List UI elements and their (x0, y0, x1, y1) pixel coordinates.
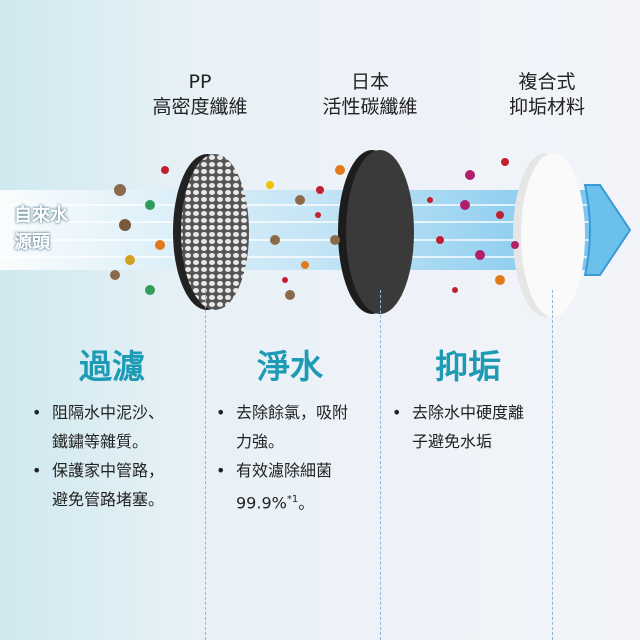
filter-name-line2: 活性碳纖維 (322, 96, 418, 118)
column-divider (205, 290, 206, 640)
column-divider (552, 290, 553, 640)
filter-name-line2: 抑垢材料 (508, 96, 585, 118)
filter-name-line1: PP (188, 71, 212, 93)
bullet-line: 有效濾除細菌 (236, 461, 333, 480)
bullet-line: 去除水中硬度離 (412, 403, 525, 422)
column-divider (380, 290, 381, 640)
filtration-diagram (0, 150, 632, 317)
bullet-line: 阻隔水中泥沙、 (52, 403, 165, 422)
flow-arrow-head-icon (583, 184, 632, 276)
filter-name-line2: 高密度纖維 (152, 96, 248, 118)
bullet-line: 去除餘氯，吸附 (236, 403, 349, 422)
heading-anti-scale: 抑垢 (435, 347, 501, 386)
bullet-line: 保護家中管路， (52, 461, 165, 480)
footnote-mark: *1 (286, 494, 299, 505)
filter-label-scale: 複合式 抑垢材料 (477, 70, 617, 120)
carbon-filter-disc (338, 150, 414, 314)
source-label-line2: 源頭 (14, 232, 50, 253)
source-label-line1: 自來水 (14, 205, 68, 226)
bullet-item: 有效濾除細菌 99.9%*1。 (212, 456, 348, 517)
bullet-tail: 。 (298, 493, 315, 513)
bullet-line: 99.9%*1。 (236, 485, 348, 517)
filter-name-line1: 日本 (350, 71, 389, 93)
bullet-line: 避免管路堵塞。 (52, 490, 165, 509)
bullet-item: 保護家中管路， 避免管路堵塞。 (28, 456, 164, 514)
tap-water-source-label: 自來水 源頭 (14, 202, 68, 256)
bullet-line: 力強。 (236, 432, 285, 451)
bullet-item: 阻隔水中泥沙、鐵鏽等雜質。 (28, 398, 164, 456)
heading-filter: 過濾 (79, 347, 145, 386)
scale-inhibitor-disc (513, 153, 585, 317)
column-filter: 阻隔水中泥沙、鐵鏽等雜質。 保護家中管路， 避免管路堵塞。 (28, 398, 164, 514)
bullet-line: 鐵鏽等雜質。 (52, 432, 149, 451)
filter-name-line1: 複合式 (518, 71, 576, 93)
bacteria-rate: 99.9% (236, 493, 287, 513)
filter-label-pp: PP 高密度纖維 (130, 70, 270, 120)
bullet-line: 子避免水垢 (412, 432, 493, 451)
filter-label-carbon: 日本 活性碳纖維 (300, 70, 440, 120)
pp-filter-disc (173, 154, 249, 310)
heading-purify: 淨水 (257, 347, 323, 386)
impurity-particles (110, 158, 519, 300)
